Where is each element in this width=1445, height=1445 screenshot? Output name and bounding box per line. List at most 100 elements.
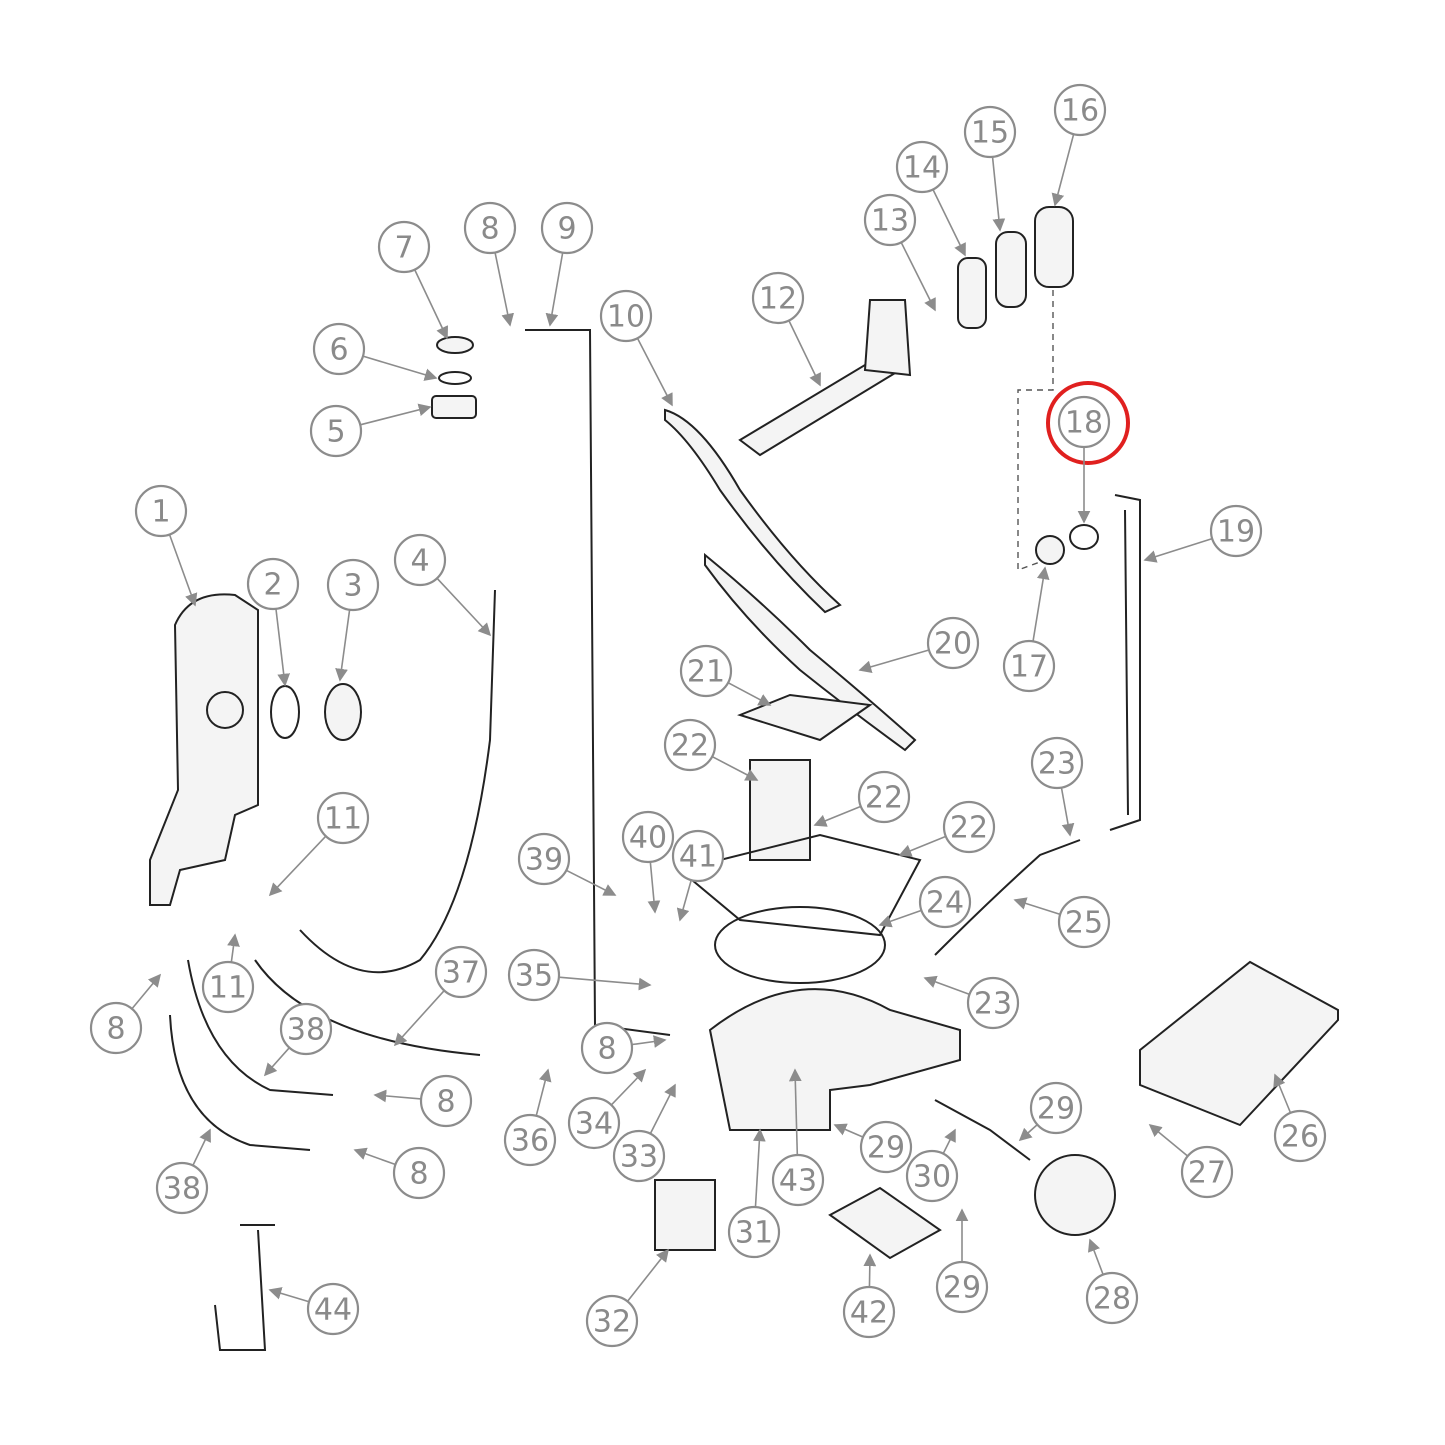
callout-12: 12 [751, 271, 805, 325]
callout-31: 31 [727, 1205, 781, 1259]
callout-number: 32 [593, 1305, 631, 1340]
callout-circle [517, 832, 571, 886]
leader-line [752, 1128, 766, 1208]
leader-line [649, 1083, 676, 1135]
callout-number: 30 [913, 1160, 951, 1195]
callout-number: 5 [326, 415, 345, 450]
callout-39: 39 [517, 832, 571, 886]
callout-circle [134, 484, 188, 538]
callout-number: 8 [597, 1032, 616, 1067]
callout-11: 11 [316, 791, 370, 845]
part-inlet-assembly [431, 336, 477, 419]
part-hose-37 [254, 959, 481, 1056]
part-gasket-22 [677, 833, 922, 937]
callout-41: 41 [671, 829, 725, 883]
callout-number: 33 [620, 1140, 658, 1175]
part-sensor-44 [214, 1224, 275, 1351]
callout-number: 8 [106, 1012, 125, 1047]
part-filter-cylinder [749, 759, 811, 861]
callout-32: 32 [585, 1294, 639, 1348]
part-pump-32 [654, 1179, 716, 1251]
callout-circle [585, 1294, 639, 1348]
callout-8: 8 [463, 201, 517, 255]
callout-number: 25 [1065, 906, 1103, 941]
callout-circle [1209, 504, 1263, 558]
callout-circle [326, 558, 380, 612]
callout-36: 36 [503, 1113, 557, 1167]
callout-number: 44 [314, 1293, 352, 1328]
leader-line [436, 577, 492, 637]
leader-line [788, 1068, 802, 1156]
callout-circle [1273, 1109, 1327, 1163]
callout-number: 8 [409, 1157, 428, 1192]
callout-circle [751, 271, 805, 325]
callout-circle [679, 644, 733, 698]
part-gasket-14 [957, 257, 987, 329]
callout-number: 36 [511, 1124, 549, 1159]
callout-8: 8 [89, 1001, 143, 1055]
leader-line [788, 320, 821, 387]
callout-number: 29 [1037, 1092, 1075, 1127]
leader-line [813, 805, 862, 827]
callout-circle [567, 1096, 621, 1150]
leader-line [858, 649, 930, 674]
callout-number: 8 [480, 212, 499, 247]
callout-44: 44 [306, 1282, 360, 1336]
callout-2: 2 [246, 557, 300, 611]
callout-17: 17 [1002, 639, 1056, 693]
part-filter-disc [324, 683, 362, 741]
callout-number: 39 [525, 843, 563, 878]
callout-number: 2 [263, 568, 282, 603]
callout-circle [1057, 395, 1111, 449]
callout-circle [419, 1074, 473, 1128]
callout-23: 23 [966, 976, 1020, 1030]
callout-number: 22 [671, 729, 709, 764]
callout-13: 13 [863, 193, 917, 247]
leader-line [610, 1068, 647, 1106]
callout-number: 38 [163, 1172, 201, 1207]
part-hose-4 [299, 589, 496, 974]
callout-number: 37 [442, 956, 480, 991]
leader-line [1051, 133, 1075, 207]
leader-line [192, 1128, 211, 1166]
callout-circle [621, 810, 675, 864]
leader-line [1148, 1123, 1189, 1157]
callout-30: 30 [905, 1149, 959, 1203]
callout-8: 8 [392, 1146, 446, 1200]
callout-number: 18 [1065, 406, 1103, 441]
callout-number: 11 [324, 802, 362, 837]
callout-38: 38 [279, 1002, 333, 1056]
callout-circle [942, 800, 996, 854]
callout-number: 7 [394, 231, 413, 266]
callout-circle [905, 1149, 959, 1203]
leader-line [1032, 566, 1050, 642]
callout-number: 3 [343, 569, 362, 604]
callout-number: 42 [850, 1296, 888, 1331]
callout-number: 31 [735, 1216, 773, 1251]
leader-line [636, 337, 673, 407]
leader-line [1087, 1238, 1104, 1275]
callout-circle [155, 1161, 209, 1215]
leader-line [131, 973, 162, 1010]
part-tube-9 [525, 329, 671, 1036]
callout-number: 12 [759, 282, 797, 317]
callout-circle [309, 404, 363, 458]
leader-line [535, 1068, 552, 1116]
part-lower-spray-arm [704, 552, 917, 752]
leader-line [647, 861, 661, 914]
callout-number: 21 [687, 655, 725, 690]
callout-circle [507, 948, 561, 1002]
callout-number: 27 [1188, 1156, 1226, 1191]
leader-line [362, 355, 438, 381]
leader-line [900, 242, 936, 312]
leader-line [942, 1128, 956, 1154]
callout-number: 26 [1281, 1120, 1319, 1155]
leader-line [863, 1253, 877, 1288]
callout-22: 22 [942, 800, 996, 854]
leader-line [227, 933, 240, 963]
callout-circle [771, 1153, 825, 1207]
callout-15: 15 [963, 105, 1017, 159]
callout-8: 8 [419, 1074, 473, 1128]
callout-circle [393, 533, 447, 587]
